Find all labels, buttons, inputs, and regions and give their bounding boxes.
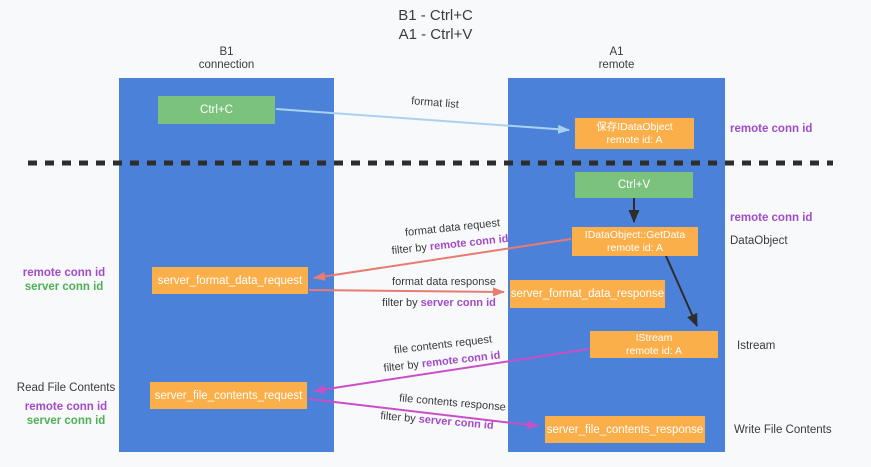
node-server-file-contents-request: server_file_contents_request xyxy=(150,382,307,409)
node-server-file-contents-response: server_file_contents_response xyxy=(545,416,705,443)
node-save-idataobject-line1: 保存IDataObject xyxy=(596,120,673,133)
remote-conn-id-label: remote conn id xyxy=(22,267,106,279)
annotation-remote-conn-id-1: remote conn id xyxy=(730,123,813,135)
read-file-contents-label: Read File Contents xyxy=(16,382,116,394)
node-istream-line2: remote id: A xyxy=(625,344,683,357)
arrow-format-data-request xyxy=(313,238,572,281)
annotation-write-file-contents: Write File Contents xyxy=(734,424,832,436)
node-istream-line1: IStream xyxy=(635,331,673,344)
node-server-format-data-request: server_format_data_request xyxy=(152,267,308,294)
arrow-file-contents-response xyxy=(308,398,539,430)
node-file-request-label: server_file_contents_request xyxy=(154,389,303,402)
remote-conn-id-label: remote conn id xyxy=(24,401,108,413)
diagram-title: B1 - Ctrl+C A1 - Ctrl+V xyxy=(0,6,871,44)
server-conn-id-text: server conn id xyxy=(420,297,496,309)
server-conn-id-label: server conn id xyxy=(24,281,104,293)
arrow-format-data-response xyxy=(308,287,505,297)
diagram-title-line2: A1 - Ctrl+V xyxy=(398,26,473,43)
filter-by-text: filter by xyxy=(382,297,421,309)
arrow-format-list xyxy=(275,108,570,134)
node-file-response-label: server_file_contents_response xyxy=(546,423,704,436)
node-ctrl-v-label: Ctrl+V xyxy=(617,179,651,191)
node-server-format-data-response: server_format_data_response xyxy=(510,280,665,308)
lane-a1-name: A1 xyxy=(609,46,624,58)
node-ctrl-v: Ctrl+V xyxy=(575,172,693,198)
annotation-dataobject: DataObject xyxy=(730,235,788,247)
diagram-title-line1: B1 - Ctrl+C xyxy=(398,7,473,24)
lane-b1-name: B1 xyxy=(219,46,234,58)
lane-header-a1: A1 remote xyxy=(508,46,725,72)
node-getdata-line1: IDataObject::GetData xyxy=(584,228,686,241)
label-format-data-response: format data response xyxy=(392,276,496,288)
node-ctrl-c: Ctrl+C xyxy=(158,96,275,124)
arrow-getdata-to-istream xyxy=(665,255,698,327)
annotation-remote-conn-id-2: remote conn id xyxy=(730,212,813,224)
node-getdata-line2: remote id: A xyxy=(606,241,664,254)
lane-b1-role: connection xyxy=(198,59,255,71)
annotation-read-file-contents: Read File Contents remote conn id server… xyxy=(14,381,118,428)
arrow-file-contents-request xyxy=(313,348,590,394)
node-idataobject-getdata: IDataObject::GetData remote id: A xyxy=(572,227,698,256)
node-ctrl-c-label: Ctrl+C xyxy=(200,104,233,116)
annotation-left-format-conn-ids: remote conn id server conn id xyxy=(18,266,110,294)
lane-header-b1: B1 connection xyxy=(119,46,334,72)
node-save-idataobject-line2: remote id: A xyxy=(606,133,663,146)
annotation-istream: Istream xyxy=(737,340,776,352)
node-save-idataobject: 保存IDataObject remote id: A xyxy=(575,118,694,149)
label-filter-server-conn-1: filter by server conn id xyxy=(374,297,504,309)
lane-a1-role: remote xyxy=(598,59,635,71)
node-istream: IStream remote id: A xyxy=(590,331,718,358)
server-conn-id-label: server conn id xyxy=(26,415,106,427)
node-format-request-label: server_format_data_request xyxy=(157,274,303,287)
node-format-response-label: server_format_data_response xyxy=(510,288,665,300)
